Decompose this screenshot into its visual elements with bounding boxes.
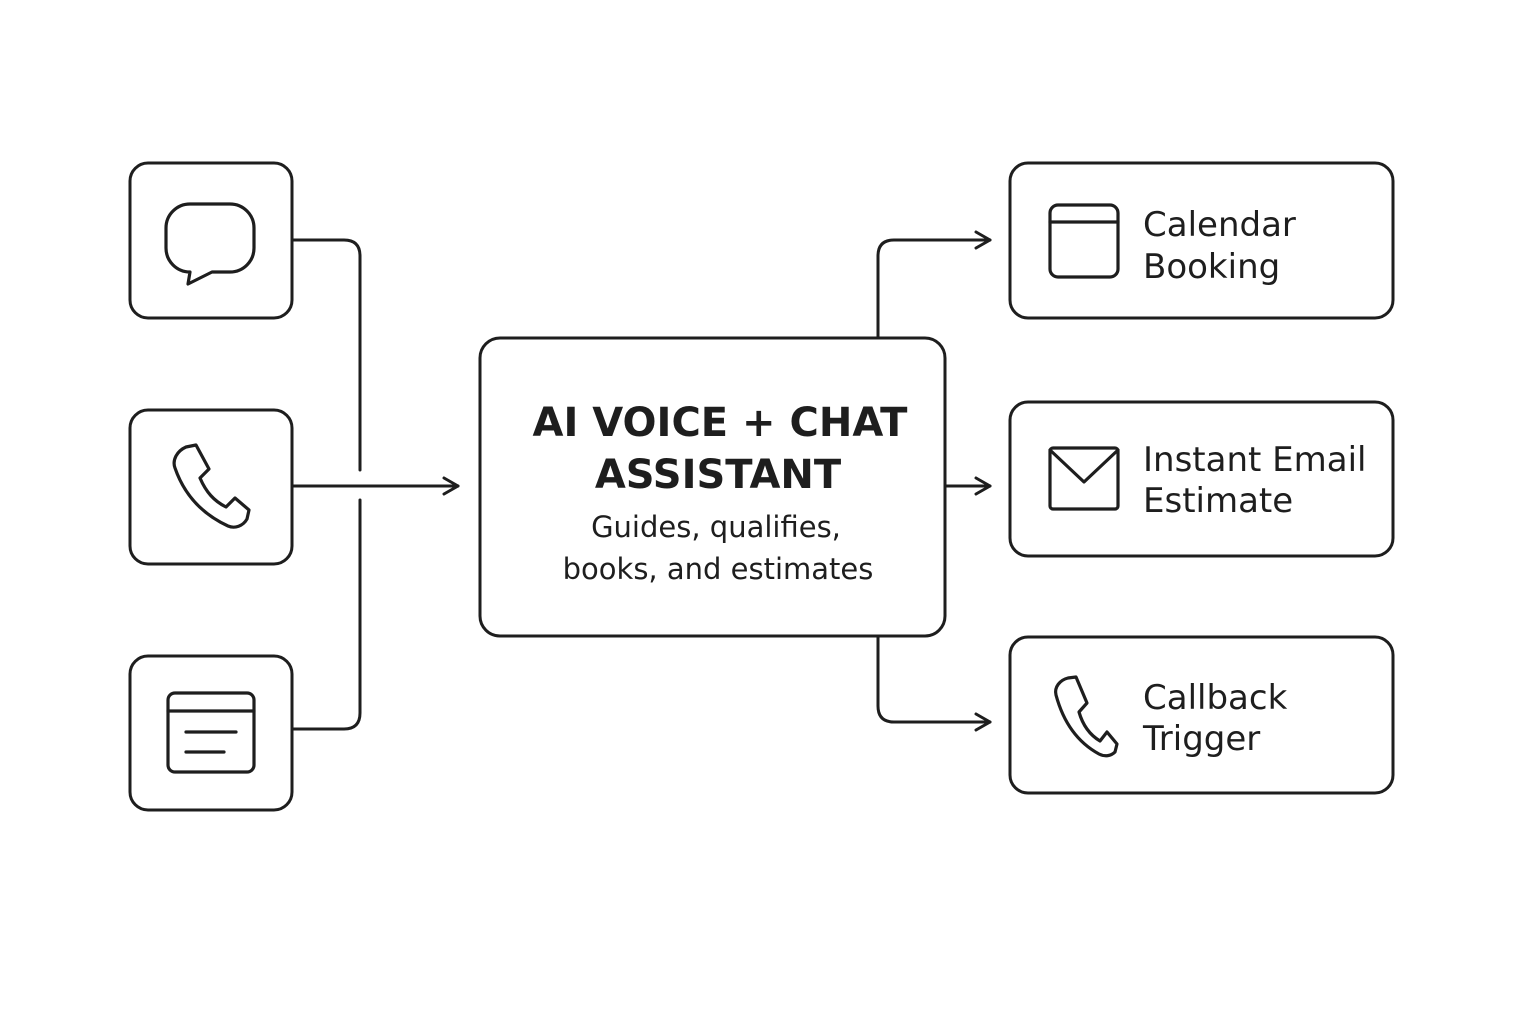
connector-assistant-to-callback	[876, 634, 992, 732]
output-node-calendar-booking: Calendar Booking	[1008, 161, 1395, 320]
calendar-booking-label-line2: Booking	[1143, 247, 1280, 287]
assistant-title-line1: AI VOICE + CHAT	[533, 400, 909, 446]
web-form-icon	[166, 691, 256, 774]
chat-bubble-icon	[164, 202, 256, 286]
callback-trigger-label-line2: Trigger	[1142, 719, 1260, 759]
assistant-subtitle-line2: books, and estimates	[563, 552, 874, 586]
email-estimate-label-line2: Estimate	[1143, 481, 1293, 521]
connector-form-to-bus	[290, 498, 362, 731]
phone-icon	[172, 443, 251, 529]
callback-trigger-label-line1: Callback	[1143, 678, 1288, 718]
assistant-node: AI VOICE + CHAT ASSISTANT Guides, qualif…	[478, 336, 947, 638]
output-node-email-estimate: Instant Email Estimate	[1008, 400, 1395, 558]
input-node-phone	[128, 408, 294, 566]
phone-icon	[1054, 675, 1119, 758]
email-estimate-label-line1: Instant Email	[1143, 440, 1366, 480]
calendar-icon	[1048, 203, 1120, 279]
assistant-subtitle-line1: Guides, qualifies,	[591, 510, 841, 544]
output-node-callback-trigger: Callback Trigger	[1008, 635, 1395, 795]
connector-assistant-to-calendar	[876, 230, 992, 340]
assistant-title-line2: ASSISTANT	[595, 452, 842, 498]
connector-chat-to-bus	[290, 238, 362, 472]
input-node-form	[128, 654, 294, 812]
envelope-icon	[1048, 446, 1120, 511]
input-node-chat	[128, 161, 294, 320]
calendar-booking-label-line1: Calendar	[1143, 205, 1296, 245]
